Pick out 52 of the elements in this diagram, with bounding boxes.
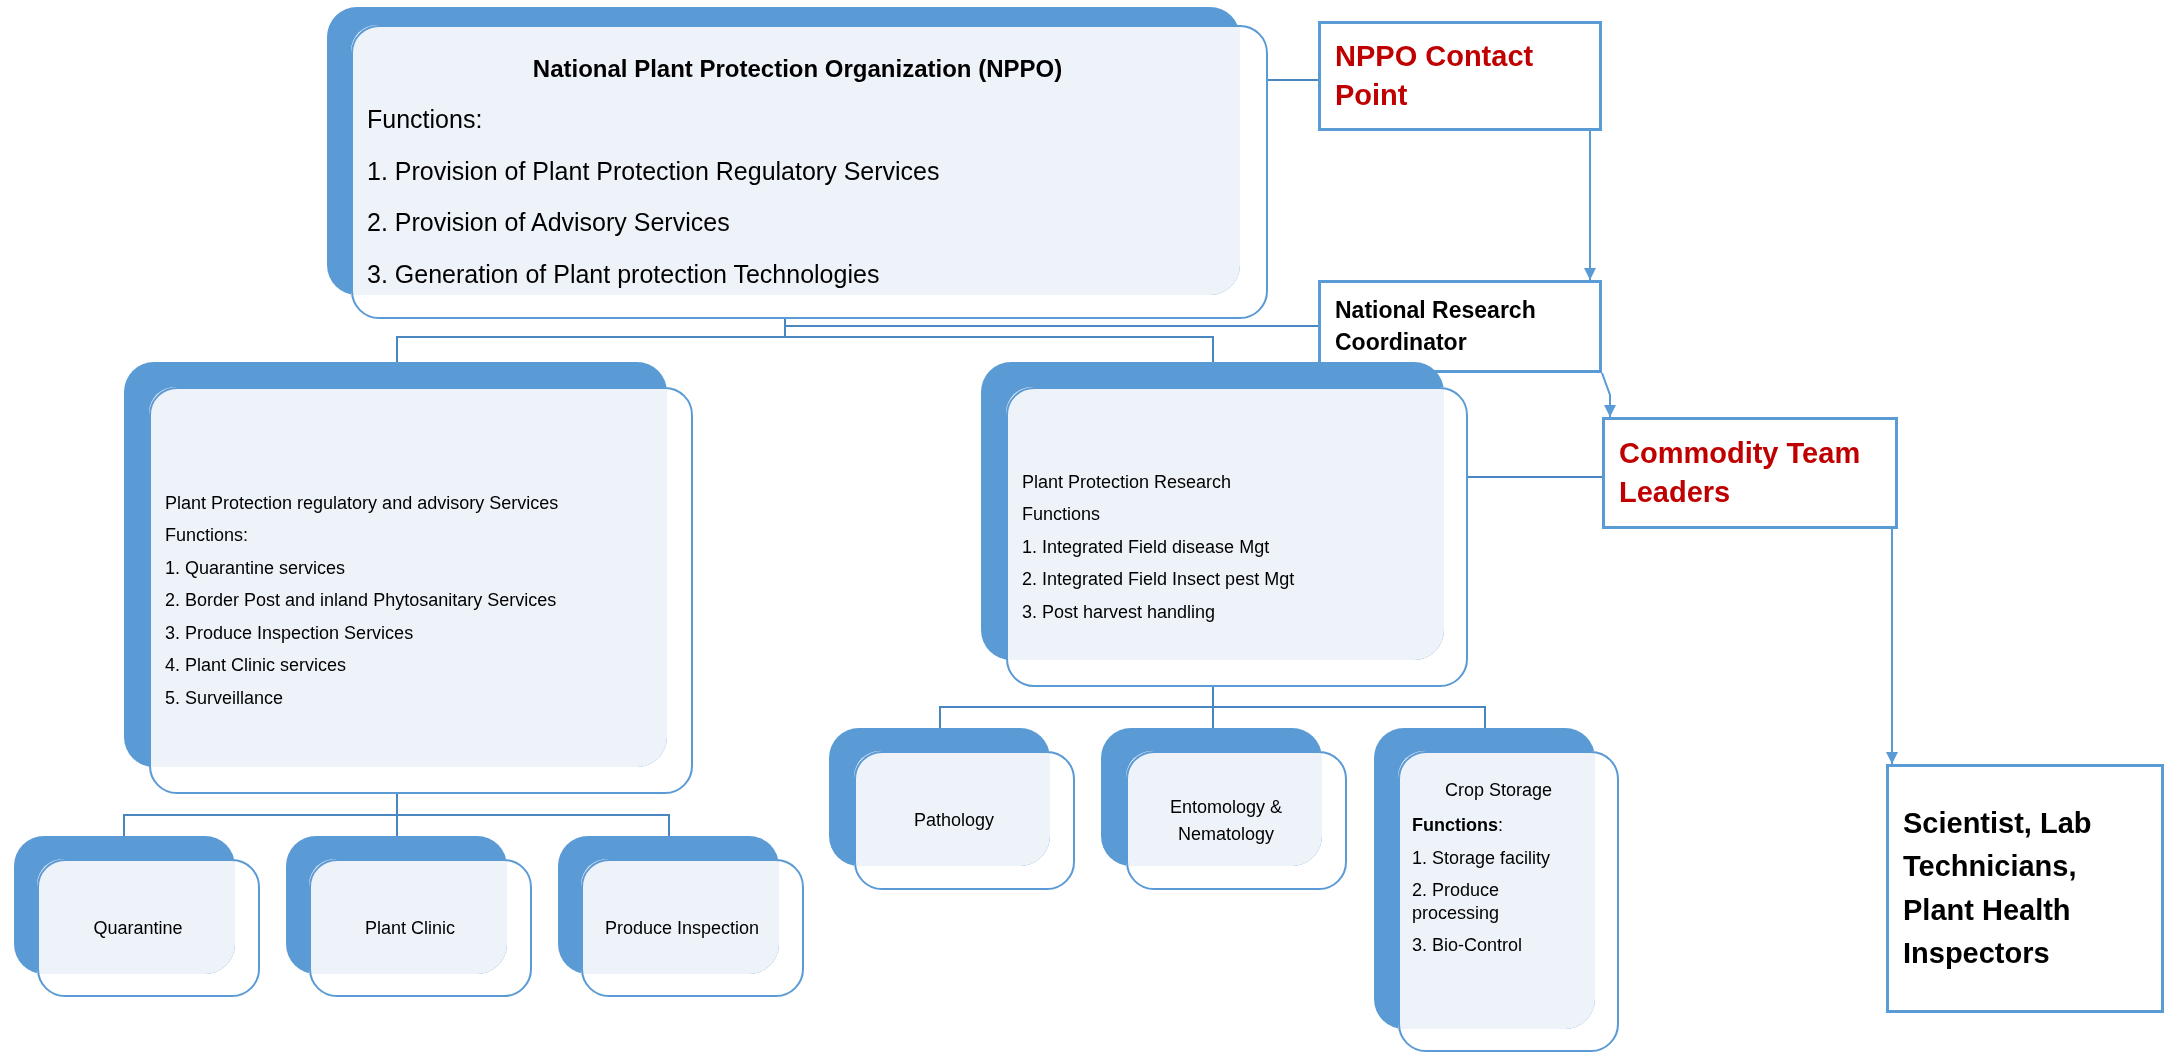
function-item: 1. Provision of Plant Protection Regulatory Services [367,155,941,187]
stacked-card [327,7,1268,319]
connector-line [1467,476,1603,478]
function-item: 1. Storage facility [1412,846,1552,869]
card-title: National Plant Protection Organization (NPPO) [532,54,1063,84]
function-item: 2. Produce processing [1412,879,1501,924]
connector-line [1212,686,1486,729]
card-title: Plant Protection regulatory and advisory Services [165,491,560,515]
function-item: 2. Integrated Field Insect pest Mgt [1022,568,1296,591]
role-label: NPPO Contact Point [1335,38,1535,113]
card-label: Plant Clinic [364,916,455,940]
stacked-card [558,836,804,997]
function-item: 3. Generation of Plant protection Technologies [367,258,881,290]
functions-heading: Functions: [367,104,484,135]
function-item: 3. Bio-Control [1412,934,1524,957]
card-label: Produce Inspection [604,916,760,940]
arrow [1584,130,1596,281]
functions-heading: Functions: [1412,814,1504,837]
function-item: 1. Integrated Field disease Mgt [1022,535,1271,559]
stacked-card [1374,728,1619,1052]
role-label: Commodity Team Leaders [1619,435,1862,510]
stacked-card [1101,728,1347,890]
function-item: 3. Post harvest handling [1022,600,1217,624]
role-box [1602,417,1898,529]
card-title: Crop Storage [1444,779,1553,802]
card-label: Entomology & Nematology [1168,795,1284,846]
function-item: 3. Produce Inspection Services [165,621,415,645]
connector-line [1267,79,1319,81]
stacked-card [829,728,1075,890]
role-box [1318,280,1602,373]
stacked-card [14,836,260,997]
function-item: 5. Surveillance [165,686,285,710]
connector-line [396,793,670,837]
functions-heading: Functions [1022,503,1102,526]
function-item: 1. Quarantine services [165,556,347,580]
card-label: Pathology [913,809,995,832]
stacked-card [286,836,532,997]
function-item: 4. Plant Clinic services [165,654,348,677]
function-item: 2. Border Post and inland Phytosanitary Services [165,589,558,612]
card-title: Plant Protection Research [1022,470,1233,494]
role-box [1318,21,1602,131]
card-label: Quarantine [93,916,183,940]
role-box [1886,764,2164,1013]
connector-line [784,318,1214,363]
role-label: Scientist, Lab Technicians, Plant Health Inspectors [1903,805,2093,971]
role-label: National Research Coordinator [1335,296,1537,357]
arrow [1886,528,1898,765]
functions-heading: Functions: [165,524,250,547]
stacked-card [981,362,1468,687]
stacked-card [124,362,693,794]
function-item: 2. Provision of Advisory Services [367,207,731,238]
arrow [1601,372,1616,418]
